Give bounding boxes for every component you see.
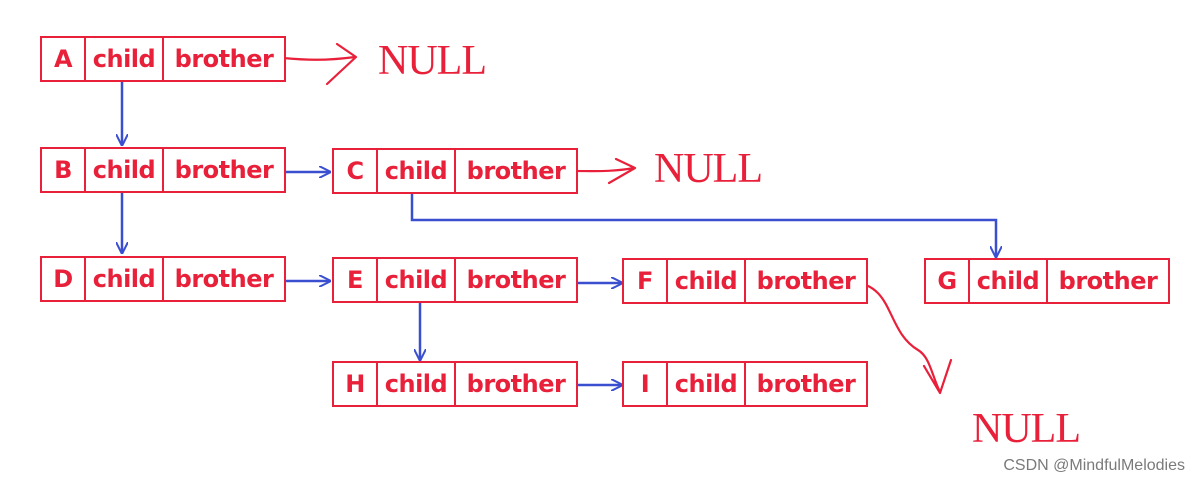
node-f: F child brother <box>622 258 868 304</box>
null-label-a: NULL <box>378 38 487 84</box>
brother-field: brother <box>1046 260 1168 302</box>
child-field: child <box>84 258 162 300</box>
null-label-f: NULL <box>972 406 1081 452</box>
node-name: H <box>345 370 365 398</box>
null-link-c <box>571 157 637 185</box>
node-g: G child brother <box>924 258 1170 304</box>
child-field: child <box>84 38 162 80</box>
node-c: C child brother <box>332 148 578 194</box>
link-c-child-g <box>410 194 996 257</box>
brother-field: brother <box>744 260 866 302</box>
brother-field: brother <box>162 38 284 80</box>
brother-field: brother <box>454 150 576 192</box>
brother-field: brother <box>162 258 284 300</box>
node-name: A <box>53 45 73 73</box>
node-name: D <box>53 265 73 293</box>
node-e: E child brother <box>332 257 578 303</box>
node-name: E <box>347 266 363 294</box>
null-link-a <box>281 42 358 86</box>
child-field: child <box>376 259 454 301</box>
null-label-c: NULL <box>654 146 763 192</box>
child-field: child <box>376 150 454 192</box>
node-h: H child brother <box>332 361 578 407</box>
node-i: I child brother <box>622 361 868 407</box>
node-name: C <box>346 157 364 185</box>
brother-field: brother <box>744 363 866 405</box>
brother-field: brother <box>162 149 284 191</box>
node-name: I <box>640 370 650 398</box>
child-field: child <box>84 149 162 191</box>
child-field: child <box>666 363 744 405</box>
node-name: B <box>54 156 72 184</box>
node-a: A child brother <box>40 36 286 82</box>
brother-field: brother <box>454 363 576 405</box>
child-field: child <box>666 260 744 302</box>
node-b: B child brother <box>40 147 286 193</box>
watermark: CSDN @MindfulMelodies <box>1003 457 1185 474</box>
node-name: G <box>937 267 957 295</box>
brother-field: brother <box>454 259 576 301</box>
null-link-f <box>850 280 953 395</box>
child-field: child <box>968 260 1046 302</box>
node-name: F <box>637 267 653 295</box>
node-d: D child brother <box>40 256 286 302</box>
child-field: child <box>376 363 454 405</box>
